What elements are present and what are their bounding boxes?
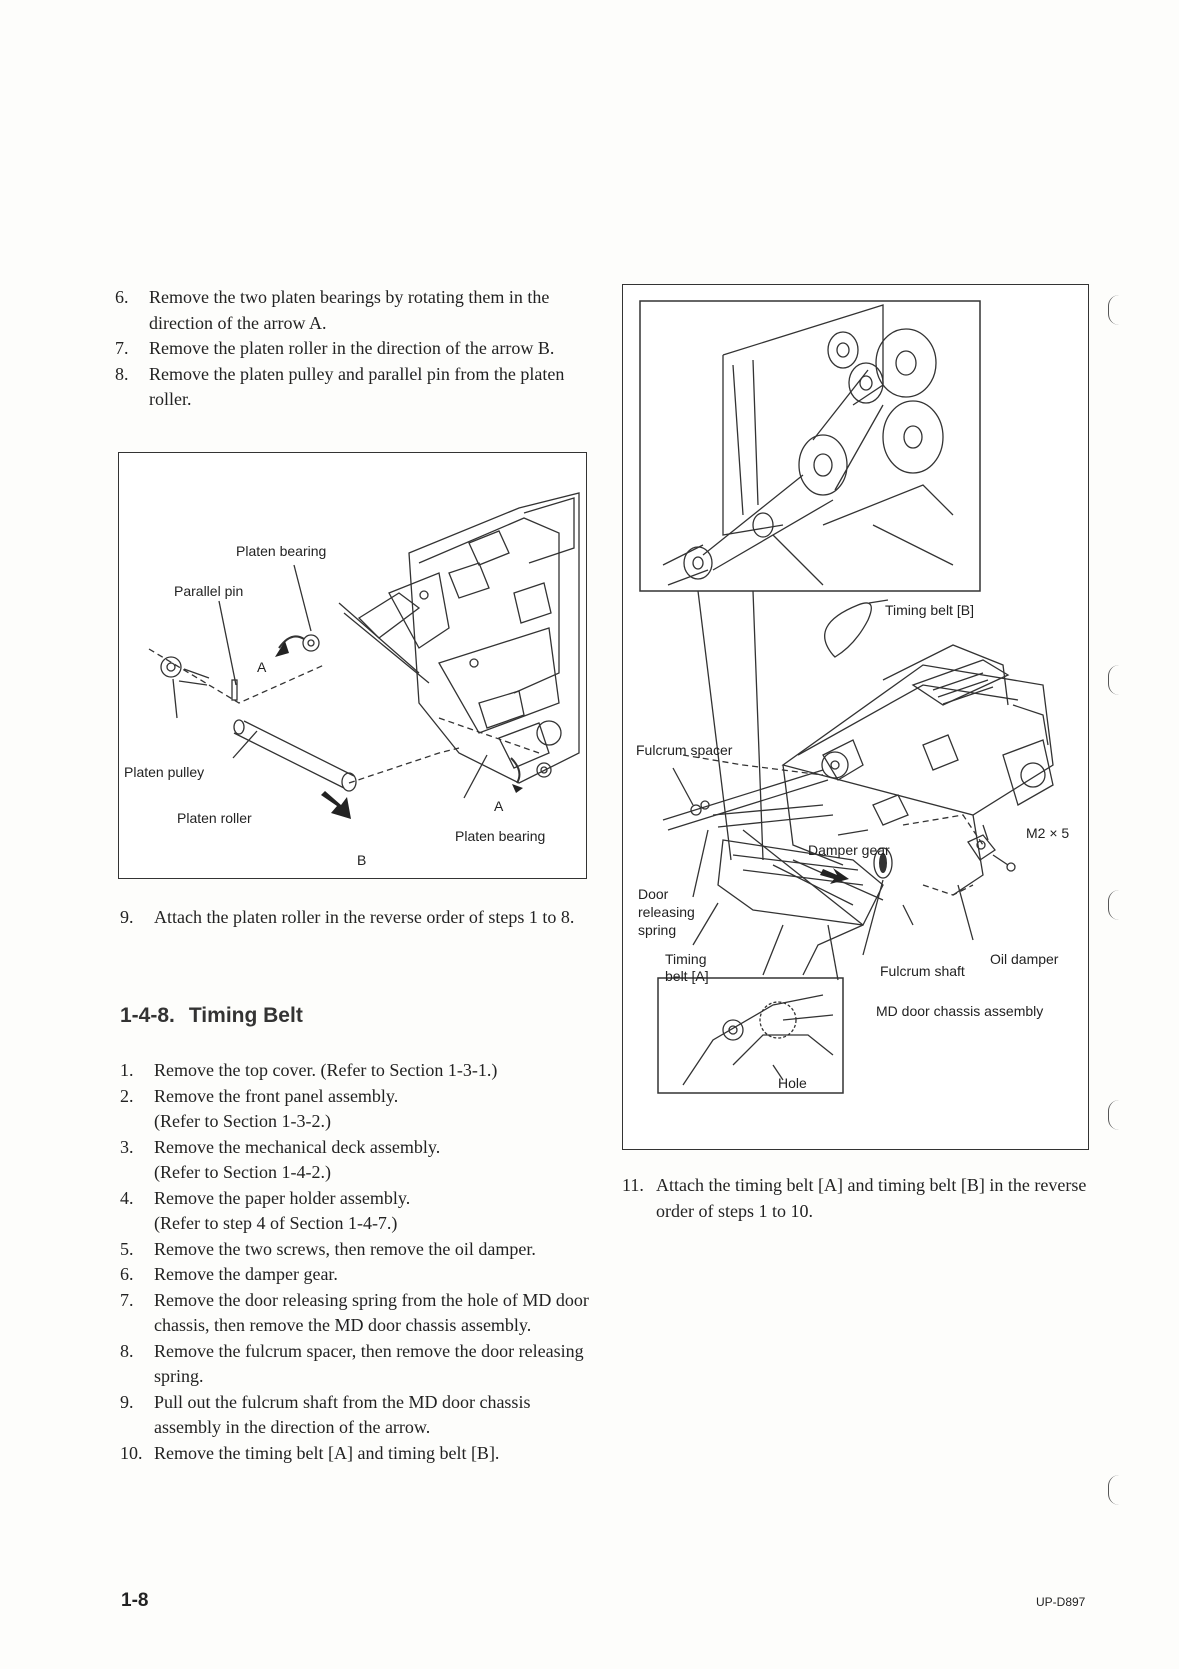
label-spring: spring [638, 922, 676, 938]
step-text: Remove the platen pulley and parallel pi… [149, 363, 565, 410]
platen-roller-figure: Platen bearing Parallel pin A Platen pul… [118, 452, 587, 879]
list-item: 5. Remove the two screws, then remove the… [120, 1237, 595, 1263]
timing-belt-figure: Timing belt [B] Fulcrum spacer M2 × 5 Da… [622, 284, 1089, 1150]
step-text: Remove the door releasing spring from th… [154, 1289, 589, 1336]
timing-belt-diagram: Timing belt [B] Fulcrum spacer M2 × 5 Da… [636, 300, 1069, 1094]
step-number: 1. [120, 1060, 134, 1080]
reassembly-step-9: 9. Attach the platen roller in the revers… [120, 905, 580, 931]
step-text: Remove the two platen bearings by rotati… [149, 287, 550, 333]
section-heading: 1-4-8. Timing Belt [120, 1004, 303, 1028]
label-fulcrum-spacer: Fulcrum spacer [636, 742, 733, 758]
section-number: 1-4-8. [120, 1004, 175, 1027]
timing-belt-steps: 1. Remove the top cover. (Refer to Sectio… [120, 1058, 595, 1466]
platen-roller-diagram: Platen bearing Parallel pin A Platen pul… [124, 492, 580, 868]
label-arrow-a-right: A [494, 798, 504, 814]
label-platen-pulley: Platen pulley [124, 764, 204, 780]
label-m2x5: M2 × 5 [1026, 825, 1069, 841]
step-text: Remove the paper holder assembly. [154, 1187, 411, 1208]
label-releasing: releasing [638, 904, 695, 920]
list-item: 9. Attach the platen roller in the revers… [120, 905, 580, 931]
step-number: 3. [120, 1136, 134, 1157]
step-number: 9. [120, 1391, 134, 1412]
step-number: 6. [120, 1264, 134, 1284]
step-text: Remove the two screws, then remove the o… [154, 1238, 536, 1259]
binding-mark [1108, 1100, 1119, 1130]
page-number: 1-8 [121, 1590, 149, 1611]
list-item: 2. Remove the front panel assembly. (Refer… [120, 1084, 595, 1135]
binding-mark [1108, 1475, 1119, 1505]
label-platen-bearing-top: Platen bearing [236, 543, 326, 559]
step-text: Remove the timing belt [A] and timing be… [154, 1442, 500, 1463]
label-arrow-a-left: A [257, 659, 267, 675]
list-item: 6. Remove the damper gear. [120, 1262, 595, 1288]
step-text: Remove the mechanical deck assembly. [154, 1136, 441, 1157]
label-belt-a: belt [A] [665, 968, 709, 984]
label-damper-gear: Damper gear [808, 842, 890, 858]
step-number: 8. [120, 1340, 134, 1361]
step-text: Remove the front panel assembly. [154, 1085, 399, 1106]
list-item: 9. Pull out the fulcrum shaft from the MD… [120, 1390, 595, 1441]
label-platen-bearing-bottom: Platen bearing [455, 828, 545, 844]
list-item: 8. Remove the platen pulley and parallel … [115, 362, 575, 413]
label-oil-damper: Oil damper [990, 951, 1059, 967]
label-arrow-b: B [357, 852, 366, 868]
step-text: Pull out the fulcrum shaft from the MD d… [154, 1391, 531, 1438]
reassembly-step-11: 11. Attach the timing belt [A] and timing… [622, 1173, 1087, 1224]
list-item: 6. Remove the two platen bearings by rota… [115, 285, 575, 336]
label-hole: Hole [778, 1075, 807, 1091]
step-text: Remove the damper gear. [154, 1264, 338, 1284]
step-text: Attach the platen roller in the reverse … [154, 907, 575, 927]
step-number: 8. [115, 363, 129, 384]
list-item: 11. Attach the timing belt [A] and timing… [622, 1173, 1087, 1224]
label-timing: Timing [665, 951, 707, 967]
step-reference: (Refer to step 4 of Section 1-4-7.) [154, 1213, 398, 1233]
binding-mark [1108, 665, 1119, 695]
label-parallel-pin: Parallel pin [174, 583, 243, 599]
label-platen-roller: Platen roller [177, 810, 252, 826]
label-md-door-chassis: MD door chassis assembly [876, 1003, 1043, 1019]
step-text: Attach the timing belt [A] and timing be… [656, 1175, 1087, 1221]
step-reference: (Refer to Section 1-4-2.) [154, 1162, 331, 1182]
list-item: 1. Remove the top cover. (Refer to Sectio… [120, 1058, 595, 1084]
list-item: 3. Remove the mechanical deck assembly. (R… [120, 1135, 595, 1186]
list-item: 10. Remove the timing belt [A] and timing… [120, 1441, 595, 1467]
list-item: 8. Remove the fulcrum spacer, then remove… [120, 1339, 595, 1390]
step-text: Remove the platen roller in the directio… [149, 338, 555, 358]
step-number: 11. [622, 1175, 644, 1195]
step-number: 7. [115, 338, 129, 358]
step-number: 10. [120, 1442, 143, 1463]
step-text: Remove the fulcrum spacer, then remove t… [154, 1340, 584, 1387]
label-fulcrum-shaft: Fulcrum shaft [880, 963, 965, 979]
binding-mark [1108, 890, 1119, 920]
step-number: 5. [120, 1238, 134, 1259]
list-item: 7. Remove the platen roller in the direct… [115, 336, 575, 362]
section-title: Timing Belt [188, 1004, 303, 1027]
step-number: 4. [120, 1187, 134, 1208]
step-number: 9. [120, 907, 134, 927]
step-number: 6. [115, 287, 129, 307]
step-text: Remove the top cover. (Refer to Section … [154, 1060, 498, 1080]
label-timing-belt-b: Timing belt [B] [885, 602, 974, 618]
step-number: 2. [120, 1085, 134, 1106]
binding-mark [1108, 295, 1119, 325]
list-item: 7. Remove the door releasing spring from … [120, 1288, 595, 1339]
list-item: 4. Remove the paper holder assembly. (Refe… [120, 1186, 595, 1237]
removal-steps-upper: 6. Remove the two platen bearings by rota… [115, 285, 575, 413]
model-number: UP-D897 [1036, 1595, 1086, 1609]
label-door: Door [638, 886, 669, 902]
step-number: 7. [120, 1289, 134, 1310]
step-reference: (Refer to Section 1-3-2.) [154, 1111, 331, 1131]
